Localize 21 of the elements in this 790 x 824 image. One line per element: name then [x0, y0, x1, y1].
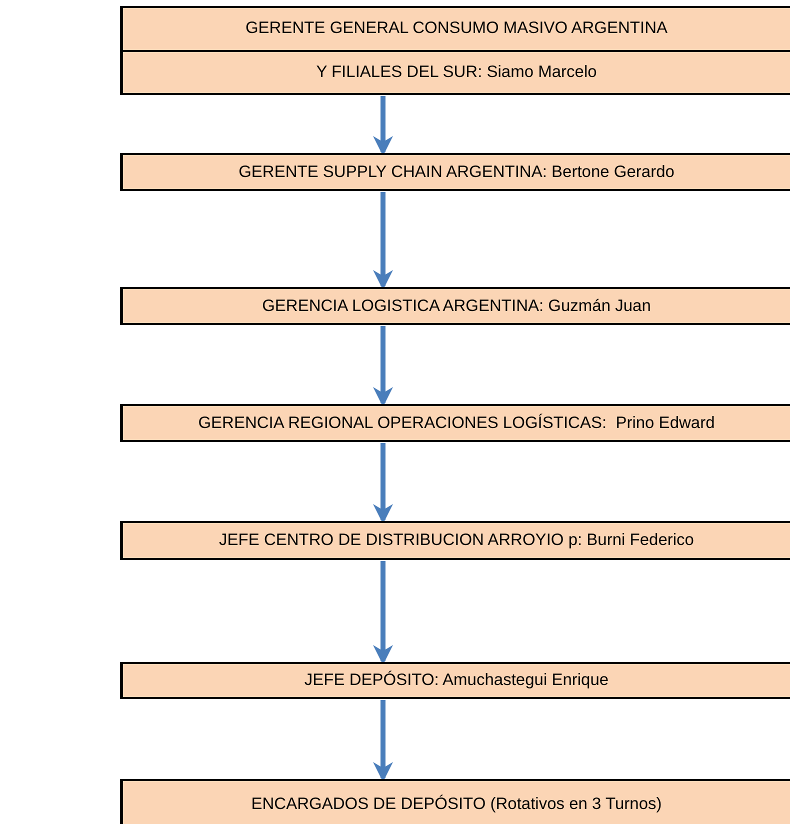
role-text: ENCARGADOS DE DEPÓSITO (Rotativos en 3 Turnos) [250, 794, 663, 815]
org-box [120, 153, 790, 191]
role-text: Y FILIALES DEL SUR: Siamo Marcelo [123, 50, 790, 93]
org-box [120, 6, 790, 95]
role-text: GERENCIA REGIONAL OPERACIONES LOGÍSTICAS: Prino Edward [197, 412, 716, 434]
role-text: GERENCIA LOGISTICA ARGENTINA: Guzmán Juan [261, 296, 652, 316]
role-text: GERENTE GENERAL CONSUMO MASIVO ARGENTINA [244, 18, 669, 40]
arrow [373, 700, 393, 782]
arrow [373, 96, 393, 156]
arrow [373, 192, 393, 290]
arrow [373, 326, 393, 407]
org-box [120, 779, 790, 824]
org-box [120, 521, 790, 560]
arrow [373, 561, 393, 665]
arrow [373, 443, 393, 524]
role-text: JEFE CENTRO DE DISTRIBUCION ARROYIO p: Burni Federico [218, 530, 695, 551]
role-text: GERENTE SUPPLY CHAIN ARGENTINA: Bertone Gerardo [238, 162, 676, 182]
org-box [120, 662, 790, 699]
org-box [120, 287, 790, 325]
role-text: JEFE DEPÓSITO: Amuchastegui Enrique [303, 670, 610, 691]
org-box [120, 404, 790, 442]
